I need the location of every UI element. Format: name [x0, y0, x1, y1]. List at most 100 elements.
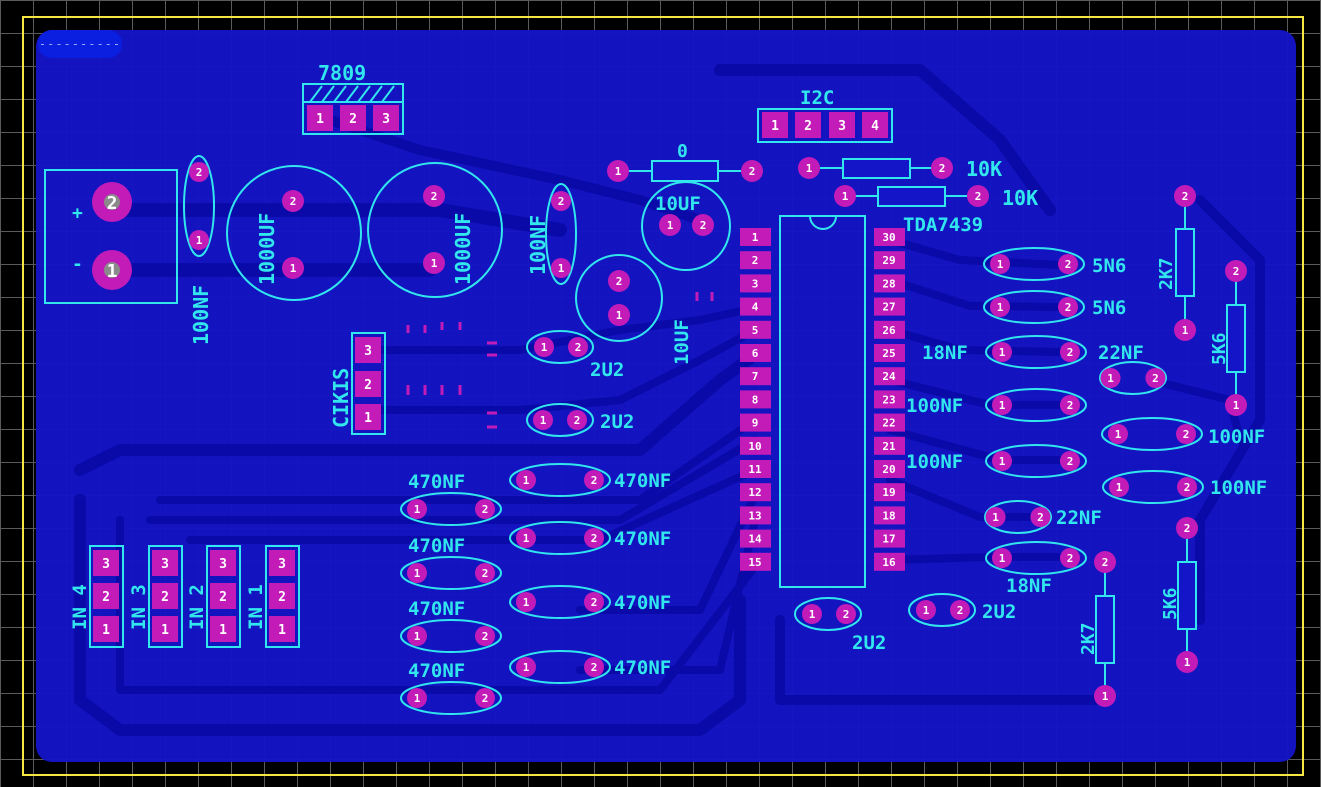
pad-number: 2: [591, 661, 598, 674]
capacitor-1000uf-1[interactable]: 2 1 1000UF: [226, 165, 362, 301]
ic-pin[interactable]: [740, 413, 771, 432]
ic-pin[interactable]: [874, 297, 905, 316]
capacitor-10uf-1[interactable]: 10UF 1 2: [641, 181, 731, 271]
pad-number: 2: [1065, 258, 1072, 271]
pad-number: 7: [752, 370, 759, 383]
resistor-2k7-bottom[interactable]: 2 1 2K7: [1078, 551, 1116, 707]
ic-pin[interactable]: [874, 344, 905, 362]
resistor-10k-2[interactable]: 1 2 10K: [834, 185, 1038, 210]
ic-pin[interactable]: [874, 274, 905, 293]
resistor-5k6-bottom[interactable]: 2 1 5K6: [1160, 517, 1198, 673]
resistor-2k7-top[interactable]: 2 1 2K7: [1156, 185, 1196, 341]
pad-number: 1: [999, 552, 1006, 565]
component-label: 7809: [318, 61, 366, 85]
pad-number: 11: [748, 463, 762, 476]
ic-pin[interactable]: [740, 344, 771, 362]
ic-pin[interactable]: [874, 529, 905, 548]
ic-pin[interactable]: [740, 506, 771, 525]
capacitor-2u2-4[interactable]: 1 2 2U2: [908, 593, 1016, 627]
ic-pin[interactable]: [740, 274, 771, 293]
ic-pin[interactable]: [740, 552, 771, 571]
pad-number: 1: [558, 262, 565, 275]
ic-pin[interactable]: [740, 228, 771, 246]
pad-number: 12: [748, 486, 761, 499]
pad-number: 1: [102, 623, 110, 638]
ic-pin[interactable]: [874, 390, 905, 409]
ic-pin[interactable]: [740, 460, 771, 478]
resistor-10k-1[interactable]: 1 2 10K: [798, 157, 1002, 181]
ic-pin[interactable]: [874, 320, 905, 339]
i2c-connector[interactable]: I2C 1 2 3 4: [757, 87, 893, 143]
ic-pin[interactable]: [874, 460, 905, 478]
ic-pin[interactable]: [874, 367, 905, 386]
ic-pin[interactable]: [874, 228, 905, 246]
pad-number: 24: [882, 370, 896, 383]
output-connector-cikis[interactable]: 3 2 1 CIKIS: [329, 332, 386, 435]
ic-pin[interactable]: [740, 320, 771, 339]
resistor-5k6-top[interactable]: 2 1 5K6: [1209, 260, 1247, 416]
ic-pin[interactable]: [874, 436, 905, 455]
capacitor-100nf-2[interactable]: 2 1 100NF: [526, 183, 577, 285]
ic-pin[interactable]: [740, 251, 771, 270]
ic-pin[interactable]: [874, 506, 905, 525]
pad-number: 1: [667, 219, 674, 232]
ic-pin[interactable]: [874, 483, 905, 502]
ic-pin[interactable]: [874, 413, 905, 432]
capacitor-10uf-2[interactable]: 2 1 10UF: [575, 254, 693, 365]
ic-pin[interactable]: [740, 297, 771, 316]
pad-number: 3: [364, 344, 372, 359]
pad-number: 22: [882, 417, 895, 430]
ic-pin[interactable]: [740, 436, 771, 455]
resistor-0[interactable]: 0 1 2: [607, 141, 763, 182]
capacitor-2u2-2[interactable]: 1 2 2U2: [526, 403, 634, 437]
ic-pin[interactable]: [740, 390, 771, 409]
capacitor-2u2-3[interactable]: 1 2 2U2: [794, 597, 886, 654]
capacitor-1000uf-2[interactable]: 2 1 1000UF: [367, 162, 503, 298]
capacitor-2u2-1[interactable]: 1 2 2U2: [526, 330, 624, 381]
pad-number: 2: [575, 341, 582, 354]
layer-badge[interactable]: ----------: [38, 30, 122, 58]
ic-pin[interactable]: [874, 552, 905, 571]
ic-pin[interactable]: [740, 483, 771, 502]
component-label: 10K: [966, 157, 1002, 181]
ic-pin[interactable]: [740, 529, 771, 548]
component-label: 100NF: [1210, 477, 1267, 499]
regulator-7809[interactable]: 7809 1 2 3: [302, 61, 404, 135]
ic-pin[interactable]: [874, 251, 905, 270]
component-label: 470NF: [408, 660, 465, 682]
pad-number: 23: [882, 393, 895, 406]
component-label: 470NF: [614, 470, 671, 492]
ic-pin[interactable]: [740, 367, 771, 386]
pad-number: 2: [431, 190, 438, 203]
capacitor-100nf-input[interactable]: 2 1 100NF: [183, 155, 215, 345]
power-connector[interactable]: + - 2 1: [44, 169, 178, 304]
